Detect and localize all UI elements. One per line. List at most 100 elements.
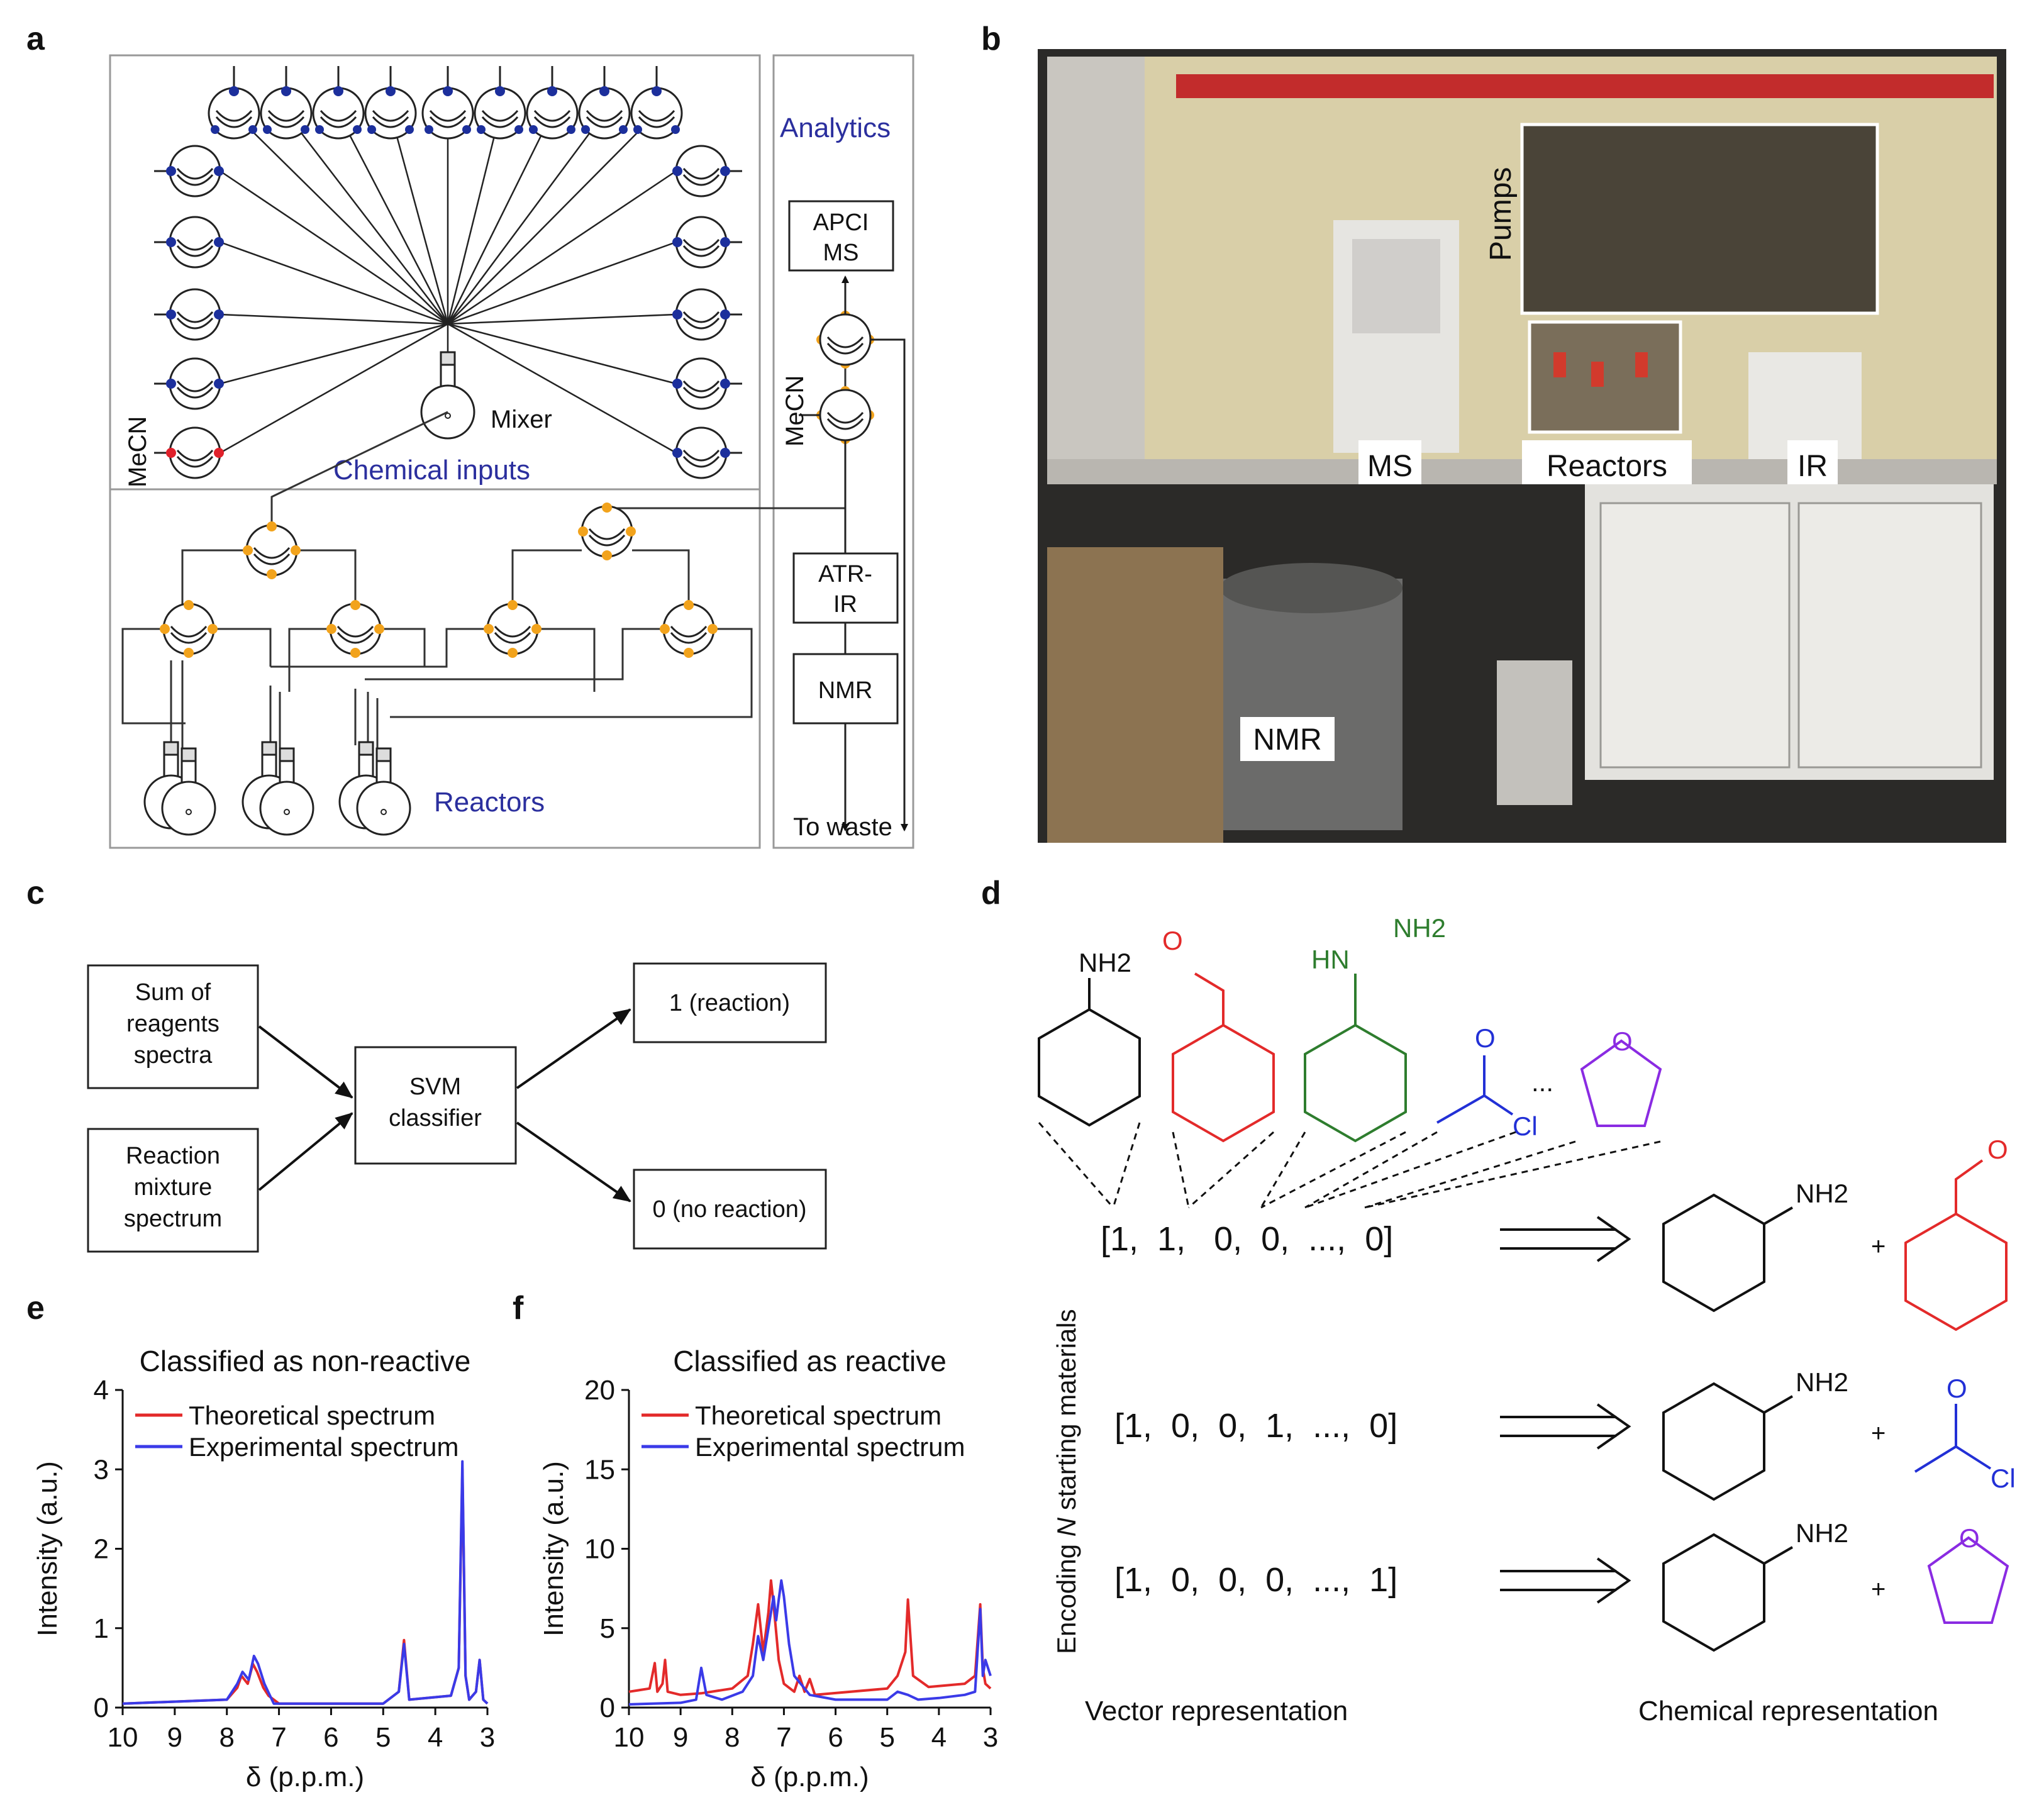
- phenylhydrazine-nh2: NH2: [1393, 913, 1446, 943]
- valve-port-dot: [208, 624, 218, 634]
- valve-port-dot: [684, 600, 694, 610]
- valve-port-dot: [567, 125, 575, 134]
- x-tick-label: 5: [879, 1722, 894, 1753]
- input1-line2: reagents: [126, 1011, 219, 1037]
- valve-port-dot: [672, 448, 682, 458]
- reactors-label: Reactors: [434, 787, 545, 818]
- input-valve: [312, 66, 365, 140]
- valve-port-dot: [326, 624, 336, 634]
- valve-port-dot: [671, 125, 680, 134]
- analytics-box: [772, 54, 914, 849]
- reactor-valve-top-right: [580, 505, 633, 558]
- photo-ir-label: IR: [1797, 450, 1828, 483]
- analytics-valve-2: [819, 389, 872, 442]
- apci-ms-box: [788, 200, 894, 272]
- input-valve: [154, 216, 224, 269]
- valve-port-dot: [672, 166, 682, 176]
- valve-port-dot: [184, 600, 194, 610]
- valve-port-dot: [333, 86, 343, 96]
- output-no-reaction-label: 0 (no reaction): [652, 1196, 806, 1223]
- product-2-nh2: NH2: [1796, 1367, 1848, 1397]
- y-tick-label: 15: [584, 1454, 615, 1485]
- valve-port-dot: [214, 448, 224, 458]
- reactor-valve-3: [486, 603, 539, 655]
- valve-port-dot: [166, 379, 176, 389]
- valve-port-dot: [291, 545, 301, 555]
- input-valve: [672, 426, 742, 479]
- valve-port-dot: [484, 624, 494, 634]
- benzaldehyde-molecule: O: [1162, 926, 1275, 1143]
- mecn-right-label: MeCN: [781, 375, 809, 447]
- acetyl-o: O: [1475, 1023, 1496, 1053]
- apci-label: APCI: [813, 209, 869, 236]
- chemical-representation-label: Chemical representation: [1638, 1696, 1938, 1726]
- valve-port-dot: [602, 550, 612, 560]
- ir-label: IR: [833, 591, 857, 618]
- y-tick-label: 0: [600, 1692, 615, 1723]
- x-tick-label: 10: [108, 1722, 138, 1753]
- side-input-valves: [154, 145, 742, 479]
- x-tick-label: 3: [480, 1722, 495, 1753]
- legend-label: Theoretical spectrum: [189, 1401, 435, 1430]
- input1-line1: Sum of: [135, 979, 211, 1006]
- input2-line3: spectrum: [124, 1206, 222, 1232]
- input-valve: [672, 357, 742, 410]
- panel-letter-f: f: [513, 1290, 524, 1326]
- valve-port-dot: [405, 125, 414, 134]
- output-no-reaction-box: [633, 1169, 827, 1250]
- y-tick-label: 3: [94, 1454, 109, 1485]
- analytics-valve-1: [819, 313, 872, 366]
- valve-port-dot: [599, 86, 609, 96]
- input-valve: [154, 288, 224, 341]
- valve-port-dot: [281, 86, 291, 96]
- valve-port-dot: [720, 309, 730, 320]
- valve-port-dot: [708, 624, 718, 634]
- input-valve: [260, 66, 313, 140]
- valve-port-dot: [531, 624, 542, 634]
- panel-letter-e: e: [26, 1290, 45, 1326]
- photo-pumps-label: Pumps: [1484, 167, 1518, 261]
- series-line: [628, 1579, 992, 1706]
- x-tick-label: 8: [725, 1722, 740, 1753]
- input-valve: [672, 145, 742, 197]
- y-tick-label: 2: [94, 1534, 109, 1565]
- vector-2: [1, 0, 0, 1, ..., 0]: [1114, 1407, 1397, 1445]
- mecn-left-label: MeCN: [124, 416, 152, 487]
- input2-line1: Reaction: [126, 1143, 220, 1169]
- phenylhydrazine-hn: HN: [1311, 945, 1350, 974]
- mixer-flask: [420, 351, 475, 440]
- product-1-benzaldehyde: O: [1904, 1135, 2008, 1331]
- panel-letter-b: b: [981, 21, 1001, 57]
- furan-molecule: O: [1580, 1026, 1662, 1127]
- panel-a-schematic: Mixer Chemical inputs MeCN React: [109, 54, 914, 849]
- product-3-o: O: [1959, 1523, 1980, 1553]
- ms-label: MS: [823, 240, 859, 266]
- x-tick-label: 5: [375, 1722, 391, 1753]
- valve-port-dot: [720, 448, 730, 458]
- valve-port-dot: [229, 86, 239, 96]
- atr-label: ATR-: [818, 561, 872, 587]
- product-1-nh2: NH2: [1796, 1179, 1848, 1208]
- reactor-valve-top-left: [245, 524, 298, 577]
- input2-line2: mixture: [134, 1174, 213, 1201]
- arrow-input1-to-svm: [258, 1025, 353, 1099]
- reactor-tubing: [121, 340, 847, 748]
- panel-c-flowchart: Sum of reagents spectra Reaction mixture…: [87, 962, 827, 1253]
- valve-port-dot: [263, 125, 272, 134]
- reactor-valve-4: [662, 603, 715, 655]
- valve-port-dot: [633, 125, 642, 134]
- x-axis-label: δ (p.p.m.): [750, 1762, 869, 1792]
- valve-port-dot: [626, 526, 636, 536]
- reaction-mixture-box: [87, 1128, 259, 1253]
- input-valve: [208, 66, 260, 140]
- valve-port-dot: [386, 86, 396, 96]
- valve-port-dot: [672, 379, 682, 389]
- valve-port-dot: [672, 309, 682, 320]
- valve-port-dot: [267, 521, 277, 531]
- plus-2: +: [1871, 1420, 1886, 1447]
- vector-representation-label: Vector representation: [1085, 1696, 1348, 1726]
- valve-port-dot: [462, 125, 471, 134]
- valve-port-dot: [619, 125, 628, 134]
- valve-port-dot: [508, 648, 518, 658]
